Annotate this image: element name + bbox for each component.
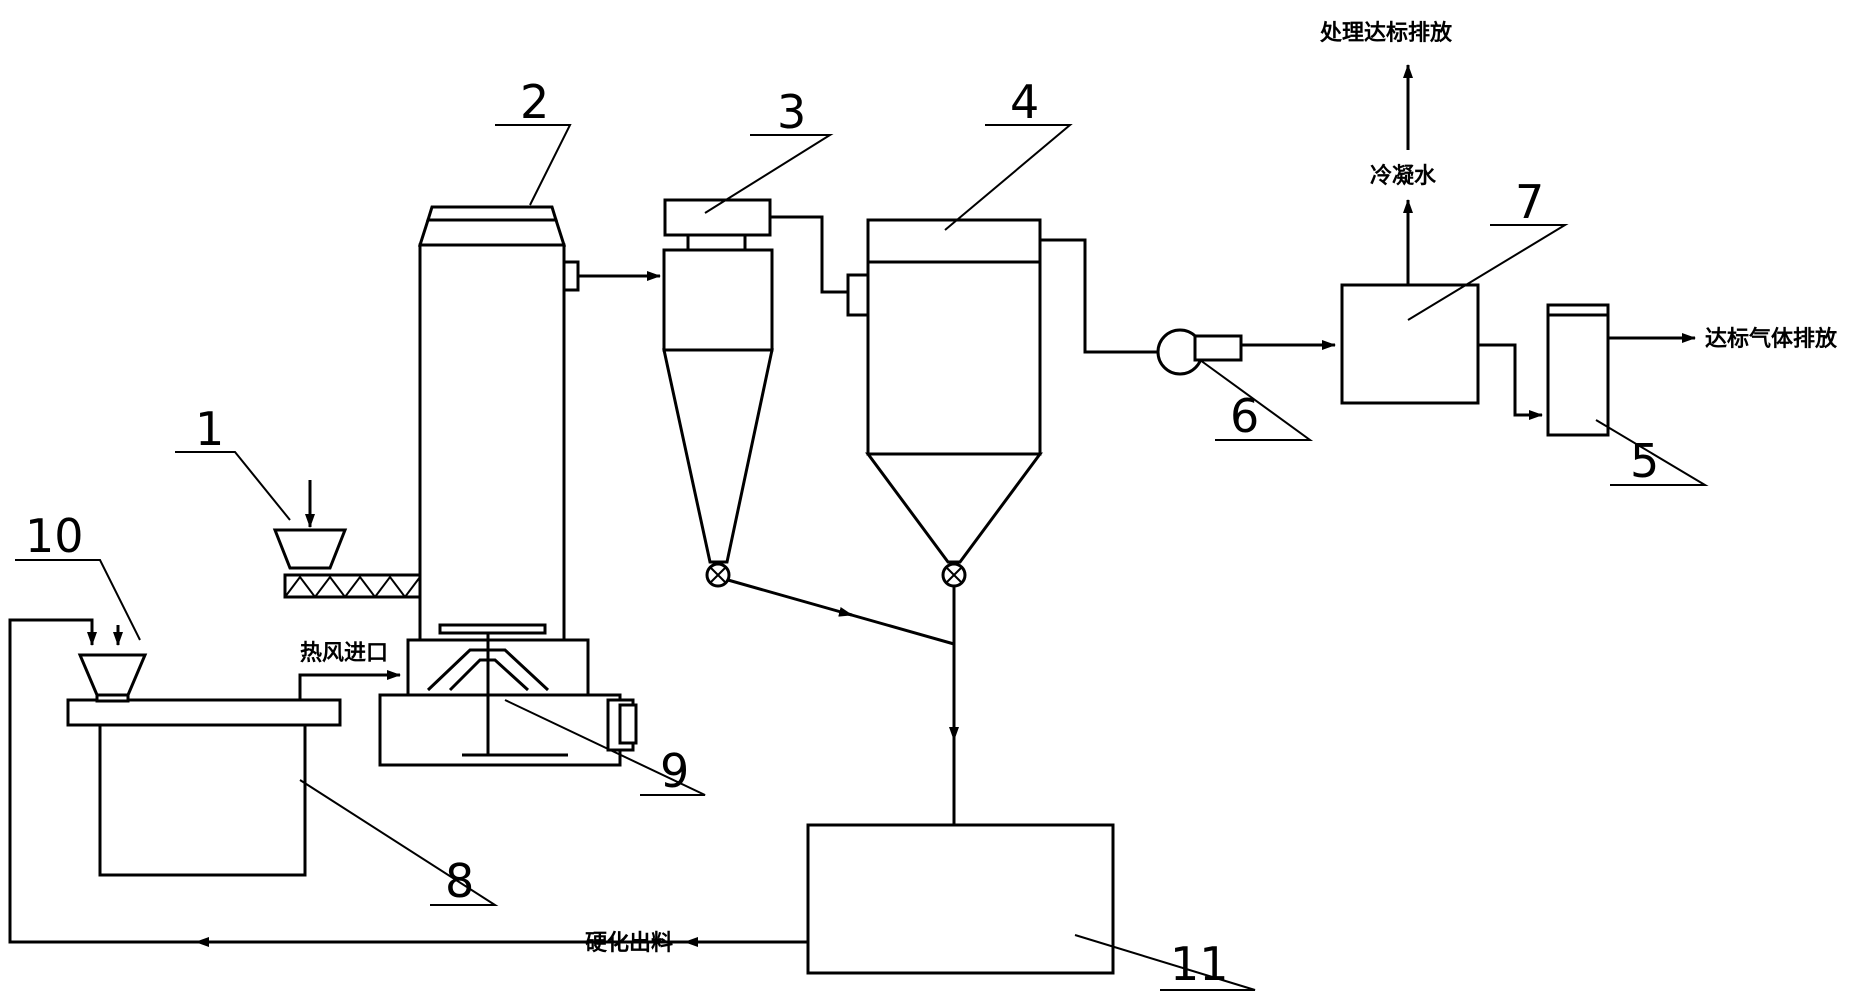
gas-discharge-label: 达标气体排放 (1705, 326, 1838, 352)
hardened-output-label: 硬化出料 (585, 930, 673, 956)
label-3: 3 (777, 85, 806, 139)
label-10: 10 (25, 509, 84, 563)
cyclone-3 (662, 198, 774, 588)
cyclone-to-filter-line (770, 215, 848, 294)
leader-lines (15, 124, 1709, 991)
bin-11 (806, 823, 1115, 975)
solids-arrow (838, 606, 853, 617)
label-11: 11 (1170, 937, 1229, 991)
bagfilter-4 (865, 218, 1043, 588)
tower-2 (417, 205, 580, 642)
stack-5 (1546, 303, 1610, 437)
label-7: 7 (1515, 175, 1544, 229)
label-2: 2 (520, 75, 549, 129)
label-5: 5 (1630, 434, 1659, 488)
treated-discharge-label: 处理达标排放 (1319, 20, 1453, 46)
hot-air-line (298, 670, 401, 700)
label-4: 4 (1010, 75, 1039, 129)
feeder-1 (272, 480, 422, 599)
hopper-10 (77, 653, 148, 703)
label-9: 9 (660, 744, 689, 798)
condenser-to-stack-line (1478, 343, 1543, 420)
condenser-7 (1340, 283, 1480, 405)
distributor-9 (378, 623, 638, 767)
fan-6 (1040, 238, 1243, 376)
recycle-line (8, 618, 810, 944)
label-1: 1 (195, 402, 224, 456)
label-6: 6 (1230, 389, 1259, 443)
tank-8 (66, 698, 342, 877)
hot-air-inlet-label: 热风进口 (300, 640, 388, 666)
condensate-label: 冷凝水 (1370, 163, 1437, 189)
label-8: 8 (445, 854, 474, 908)
